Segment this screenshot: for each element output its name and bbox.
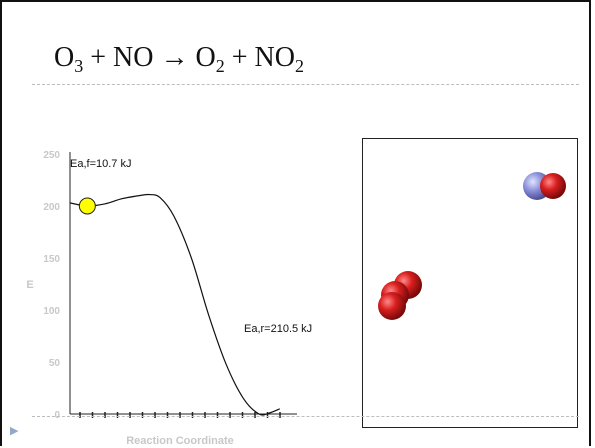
x-axis-label: Reaction Coordinate xyxy=(126,435,234,447)
y-tick-label: 0 xyxy=(54,410,60,421)
molecule-animation-panel xyxy=(362,138,578,428)
y-tick-label: 100 xyxy=(43,306,60,317)
reaction-arrow-icon: → xyxy=(160,42,189,73)
oxygen-atom xyxy=(540,173,566,199)
y-tick-label: 200 xyxy=(43,202,60,213)
footer-divider xyxy=(32,416,579,417)
reverse-activation-energy-label: Ea,r=210.5 kJ xyxy=(244,323,312,335)
title-divider xyxy=(32,84,579,85)
y-tick-label: 250 xyxy=(43,150,60,161)
no-molecule xyxy=(523,172,566,200)
energy-curve xyxy=(69,193,281,416)
y-tick-label: 150 xyxy=(43,254,60,265)
reaction-progress-marker xyxy=(78,197,96,215)
bullet-arrow-icon: ▶ xyxy=(10,425,19,437)
y-tick-label: 50 xyxy=(49,358,61,369)
y-axis-label: E xyxy=(26,279,33,291)
forward-activation-energy-label: Ea,f=10.7 kJ xyxy=(70,158,131,170)
oxygen-atom xyxy=(378,292,406,320)
ozone-molecule xyxy=(378,271,422,320)
reaction-equation-title: O3 + NO → O2 + NO2 xyxy=(54,42,304,76)
molecule-canvas xyxy=(378,172,566,320)
